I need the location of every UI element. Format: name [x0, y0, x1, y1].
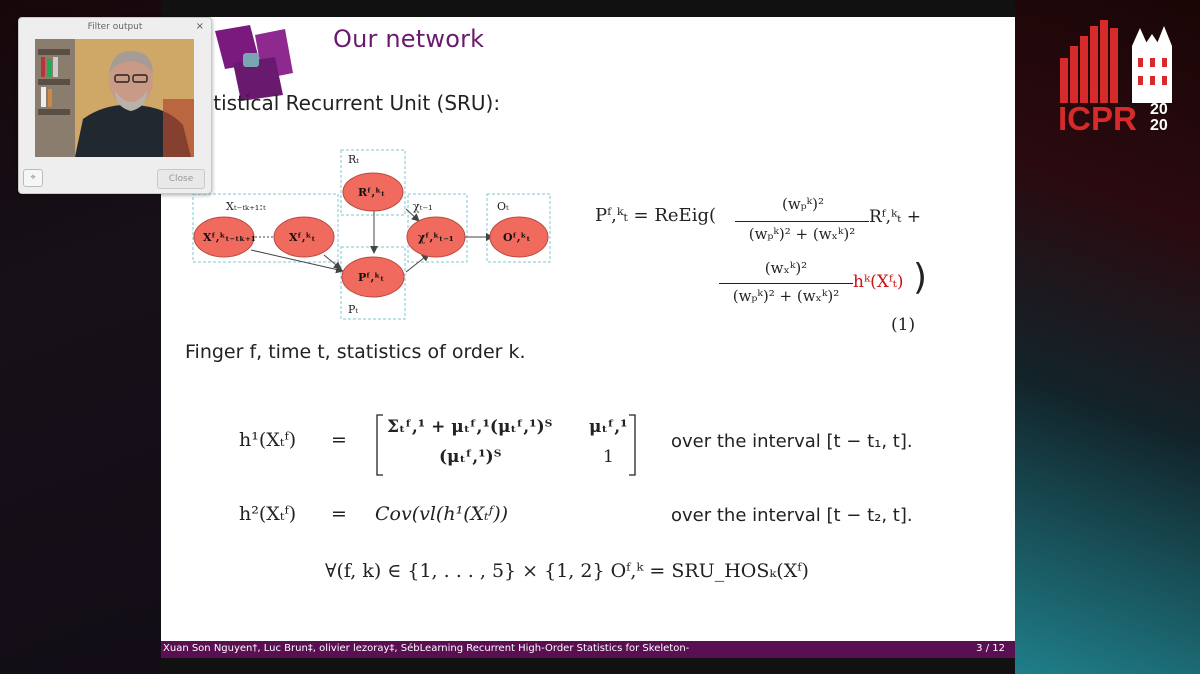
section-heading: atistical Recurrent Unit (SRU): [201, 91, 500, 115]
filter-output-window: Filter output × ⌖ Close [18, 17, 212, 194]
window-title: Filter output [19, 22, 211, 32]
fraction-1-numerator: (wₚᵏ)² [741, 195, 865, 213]
logo-text-year-bottom: 20 [1150, 117, 1168, 133]
footer-title: Learning Recurrent High-Order Statistics… [420, 643, 690, 654]
paragraph-text: Finger f, time t, statistics of order k. [185, 341, 526, 363]
interval-text-2: over the interval [t − t₂, t]. [671, 505, 913, 526]
equation-term-2: hᵏ(Xᶠₜ) [853, 272, 903, 292]
webcam-presenter-image [35, 39, 194, 157]
equation-number: (1) [891, 315, 915, 335]
logo-text-icpr: ICPR [1058, 100, 1137, 133]
label-group-o: Oₜ [497, 200, 509, 213]
webcam-video [35, 39, 194, 157]
h2-equals: = [331, 503, 347, 525]
slide-title: Our network [333, 25, 484, 53]
logo-text-year-top: 20 [1150, 101, 1168, 118]
footer-text: Xuan Son Nguyen†, Luc Brun‡, olivier lez… [163, 643, 689, 654]
equation-lhs: Pᶠ,ᵏₜ = ReEig( [595, 205, 716, 226]
h2-rhs: Cov(vl(h¹(Xₜᶠ)) [375, 503, 508, 525]
close-button[interactable]: Close [157, 169, 205, 189]
fraction-2-numerator: (wₓᵏ)² [719, 259, 853, 277]
fraction-1-denominator: (wₚᵏ)² + (wₓᵏ)² [735, 225, 869, 243]
h2-lhs: h²(Xₜᶠ) [239, 503, 296, 525]
label-node-p: Pᶠ,ᵏₜ [358, 271, 384, 284]
window-close-icon[interactable]: × [196, 21, 204, 32]
icpr-logo: ICPR 20 20 [1058, 18, 1178, 133]
forall-equation: ∀(f, k) ∈ {1, . . . , 5} × {1, 2} Oᶠ,ᵏ =… [325, 560, 809, 582]
label-node-r: Rᶠ,ᵏₜ [358, 186, 385, 199]
matrix-a12: μₜᶠ,¹ [589, 417, 628, 437]
label-group-p: Pₜ [348, 303, 358, 316]
fraction-1-bar [735, 221, 869, 222]
label-group-r: Rₜ [348, 153, 359, 166]
label-node-x-first: Xᶠ,ᵏₜ₋ₜₖ₊₁ [203, 231, 256, 244]
label-group-x: Xₜ₋ₜₖ₊₁:ₜ [226, 200, 266, 213]
label-group-chi: χₜ₋₁ [413, 200, 433, 213]
interval-text-1: over the interval [t − t₁, t]. [671, 431, 913, 452]
label-node-o: Oᶠ,ᵏₜ [503, 231, 530, 244]
matrix-a21: (μₜᶠ,¹)ᵀ [439, 447, 501, 467]
settings-icon[interactable]: ⌖ [23, 169, 43, 187]
slide-footer: Xuan Son Nguyen†, Luc Brun‡, olivier lez… [161, 641, 1015, 658]
footer-page-number: 3 / 12 [976, 643, 1005, 654]
fraction-2-denominator: (wₚᵏ)² + (wₓᵏ)² [719, 287, 853, 305]
h1-equals: = [331, 429, 347, 451]
presentation-slide: Our network atistical Recurrent Unit (SR… [161, 17, 1015, 641]
label-node-x-last: Xᶠ,ᵏₜ [289, 231, 315, 244]
h1-lhs: h¹(Xₜᶠ) [239, 429, 296, 451]
sru-diagram: Xₜ₋ₜₖ₊₁:ₜ Rₜ χₜ₋₁ Oₜ Pₜ Xᶠ,ᵏₜ₋ₜₖ₊₁ Xᶠ,ᵏₜ… [191, 147, 561, 322]
equation-term-1: Rᶠ,ᵏₜ + [869, 207, 921, 227]
matrix-a22: 1 [603, 447, 614, 467]
matrix-a11: Σₜᶠ,¹ + μₜᶠ,¹(μₜᶠ,¹)ᵀ [387, 417, 552, 437]
fraction-2-bar [719, 283, 853, 284]
footer-authors: Xuan Son Nguyen†, Luc Brun‡, olivier lez… [163, 643, 420, 654]
equation-close-paren: ) [913, 257, 927, 298]
label-node-chi: χᶠ,ᵏₜ₋₁ [418, 231, 454, 244]
